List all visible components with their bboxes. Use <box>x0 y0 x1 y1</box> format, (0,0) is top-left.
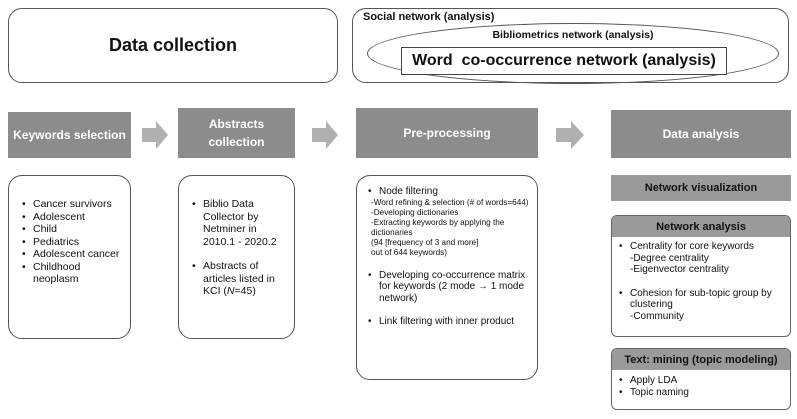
list-item: Pediatrics <box>22 236 124 249</box>
arrow-icon <box>142 121 168 149</box>
eigenvector-centrality: -Eigenvector centrality <box>630 264 729 275</box>
abstracts-item2-n: N <box>226 285 235 297</box>
list-item: Biblio Data Collector by Netminer in 201… <box>192 198 288 248</box>
list-item: Developing co-occurrence matrix for keyw… <box>368 270 531 305</box>
list-item: Adolescent cancer <box>22 248 124 261</box>
list-item: Centrality for core keywords -Degree cen… <box>619 241 786 276</box>
list-item: Link filtering with inner product <box>368 316 531 328</box>
keywords-box: Cancer survivors Adolescent Child Pediat… <box>8 175 131 339</box>
community-label: -Community <box>630 310 684 322</box>
list-item: Cancer survivors <box>22 198 124 211</box>
network-analysis-list: Centrality for core keywords -Degree cen… <box>612 237 790 322</box>
bibliometrics-label: Bibliometrics network (analysis) <box>492 29 654 41</box>
node-filtering-sub-4: (94 [frequency of 3 and more] <box>371 237 479 247</box>
social-network-label: Social network (analysis) <box>363 11 495 23</box>
cohesion-label: Cohesion for sub-topic group by clusteri… <box>630 287 772 311</box>
data-analysis-label: Data analysis <box>662 127 740 141</box>
list-item: Apply LDA <box>619 375 786 387</box>
pre-processing-label: Pre-processing <box>403 126 491 140</box>
network-analysis-label: Network analysis <box>656 220 746 233</box>
text-mining-box: Text: mining (topic modeling) Apply LDA … <box>611 348 791 410</box>
social-network-box: Social network (analysis) Bibliometrics … <box>352 8 789 84</box>
network-visualization-label: Network visualization <box>644 182 758 194</box>
node-filtering-sub-3: -Extracting keywords by applying the dic… <box>371 217 505 237</box>
abstracts-collection-label-2: collection <box>208 135 265 149</box>
text-mining-label: Text: mining (topic modeling) <box>624 353 778 366</box>
abstracts-collection-label-1: Abstracts <box>208 117 265 131</box>
keywords-selection-label: Keywords selection <box>13 128 126 142</box>
keywords-selection-stage: Keywords selection <box>8 112 131 158</box>
data-collection-box: Data collection <box>8 8 338 83</box>
list-item: Cohesion for sub-topic group by clusteri… <box>619 287 786 323</box>
text-mining-list: Apply LDA Topic naming <box>612 370 790 399</box>
node-filtering-label: Node filtering <box>379 186 438 197</box>
node-filtering-sub-5: out of 644 keywords) <box>371 247 448 257</box>
word-cooccurrence-label: Word co-occurrence network (analysis) <box>412 52 716 69</box>
node-filtering-sub-2: -Developing dictionaries <box>371 207 459 217</box>
list-item: Child <box>22 223 124 236</box>
list-item: Adolescent <box>22 211 124 224</box>
arrow-icon <box>556 121 584 149</box>
pre-processing-stage: Pre-processing <box>356 108 538 158</box>
text-mining-header: Text: mining (topic modeling) <box>612 349 790 370</box>
list-item: Childhood neoplasm <box>22 261 124 286</box>
network-visualization-box: Network visualization <box>611 175 791 201</box>
word-cooccurrence-box: Word co-occurrence network (analysis) <box>401 47 727 75</box>
data-collection-label: Data collection <box>108 35 238 55</box>
preprocessing-box: Node filtering -Word refining & selectio… <box>356 175 538 380</box>
network-analysis-box: Network analysis Centrality for core key… <box>611 215 791 337</box>
abstracts-list: Biblio Data Collector by Netminer in 201… <box>192 198 288 298</box>
list-item: Topic naming <box>619 387 786 399</box>
node-filtering-sub-1: -Word refining & selection (# of words=6… <box>371 197 529 207</box>
network-analysis-header: Network analysis <box>612 216 790 237</box>
centrality-label: Centrality for core keywords <box>630 241 754 252</box>
arrow-icon <box>312 121 338 149</box>
abstracts-collection-stage: Abstracts collection <box>178 108 295 158</box>
abstracts-item2-suffix: =45) <box>234 285 256 297</box>
bibliometrics-ellipse: Bibliometrics network (analysis) <box>367 23 779 84</box>
list-item: Node filtering -Word refining & selectio… <box>368 186 531 258</box>
keywords-list: Cancer survivors Adolescent Child Pediat… <box>22 198 124 286</box>
abstracts-box: Biblio Data Collector by Netminer in 201… <box>178 175 295 339</box>
degree-centrality: -Degree centrality <box>630 252 709 264</box>
preprocessing-list: Node filtering -Word refining & selectio… <box>368 186 531 328</box>
list-item: Abstracts of articles listed in KCI (N=4… <box>192 260 288 298</box>
abstracts-item2-prefix: Abstracts of articles listed in KCI ( <box>203 260 275 297</box>
data-analysis-stage: Data analysis <box>611 110 791 158</box>
